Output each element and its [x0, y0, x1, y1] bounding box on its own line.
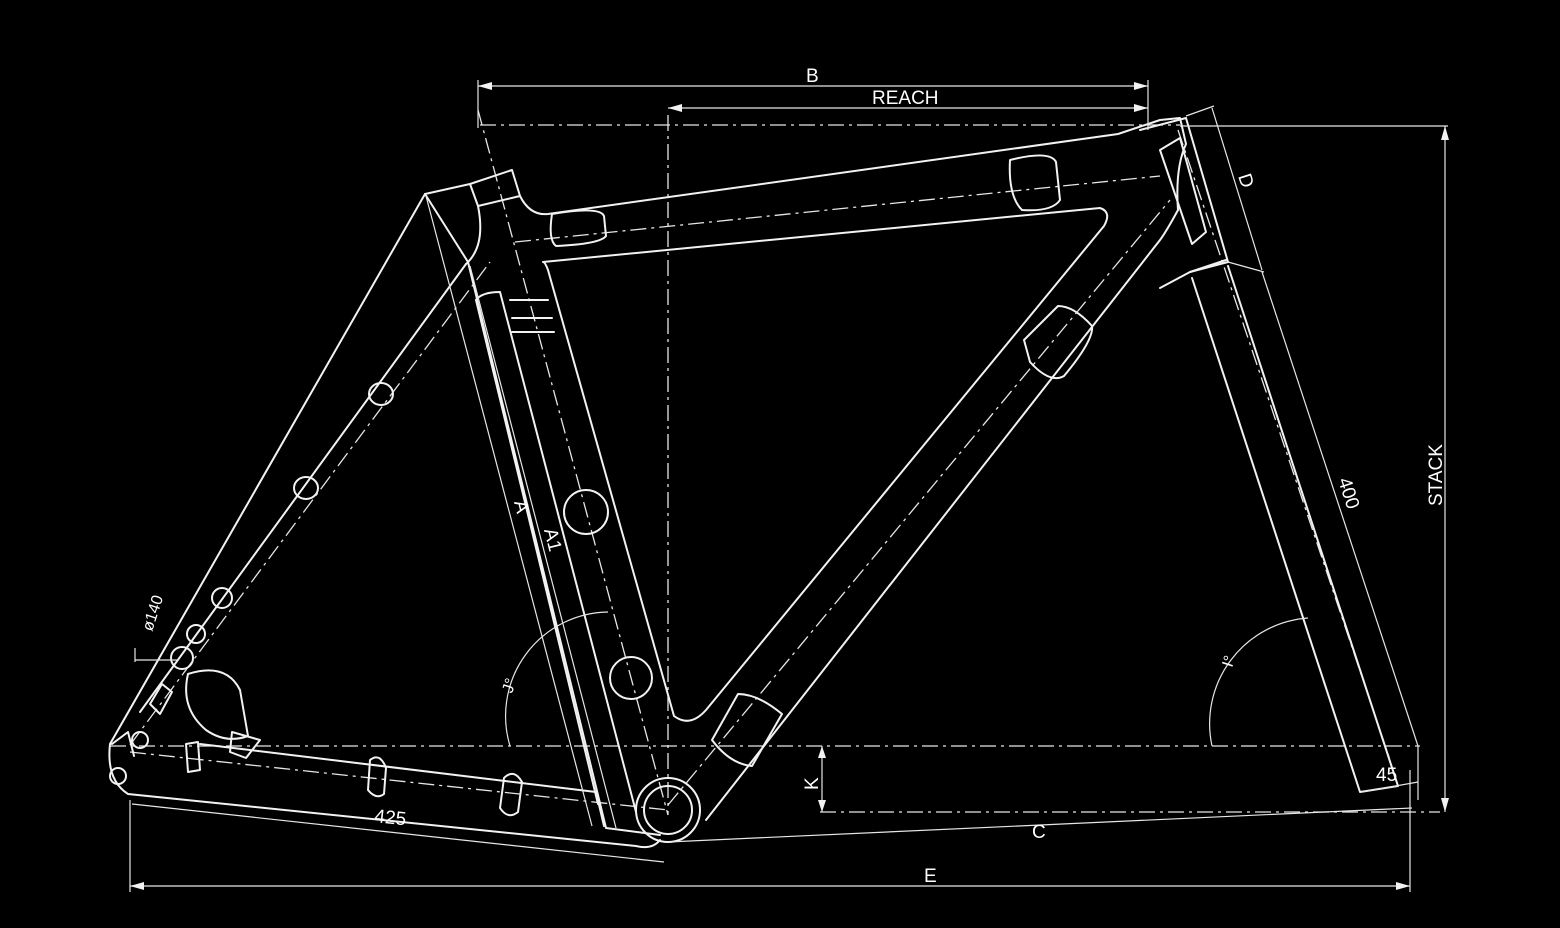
seat-tube-right-inner — [475, 291, 637, 813]
front-triangle-inner — [542, 207, 1109, 722]
seat-stay-boss-4 — [186, 624, 206, 644]
head-tube-bottom — [1159, 259, 1227, 289]
chain-stay-pad-2 — [499, 772, 523, 817]
seat-stay-outer — [109, 193, 426, 745]
label-fork-offset: 45 — [1376, 765, 1397, 786]
chain-stay-lower — [108, 743, 661, 849]
seat-stay-boss-3 — [211, 587, 233, 609]
seat-tube-bottle-boss-upper — [563, 489, 609, 535]
dim-c-line — [667, 807, 1413, 843]
dropout-outline — [111, 731, 135, 757]
label-b: B — [806, 66, 819, 87]
dim-a-line — [425, 195, 593, 827]
down-tube-axis-line — [667, 199, 1171, 806]
dim-reach-arrow-right — [1134, 104, 1148, 112]
down-tube-lower-edge — [705, 209, 1179, 821]
label-fork-length: 400 — [1333, 475, 1363, 512]
dim-e-arrow-left — [130, 882, 144, 890]
seat-tube-axis-line — [477, 109, 669, 816]
chain-stay-pad-1 — [367, 756, 387, 798]
seat-angle-arc — [505, 611, 609, 747]
label-seat-angle: J° — [500, 676, 521, 695]
label-head-angle: I° — [1220, 654, 1240, 670]
dim-offset-line — [1361, 781, 1419, 793]
dim-k-arrow-top — [818, 746, 826, 758]
dim-e-arrow-right — [1396, 882, 1410, 890]
head-angle-arc — [1209, 617, 1309, 747]
dim-chainstay-line — [131, 803, 665, 863]
seat-tube-left-edge — [424, 193, 661, 836]
seat-tube-bottle-boss-lower — [609, 656, 653, 700]
down-tube-pad-lower — [711, 693, 783, 767]
label-rotor-size: ø140 — [140, 593, 167, 633]
bottom-bracket-bore — [643, 785, 693, 835]
seat-stay-inner — [139, 263, 467, 713]
seat-stay-boss-1 — [368, 382, 394, 406]
seat-tube-bands — [509, 299, 555, 333]
dim-stack-arrow-top — [1441, 126, 1449, 140]
dim-reach-arrow-left — [668, 104, 682, 112]
chain-stay-upper — [199, 743, 605, 827]
dim-a1-line — [469, 265, 617, 829]
dimension-labels: B REACH D STACK 400 A A1 J° I° K 45 C E … — [140, 66, 1447, 887]
dim-d-line — [1211, 107, 1263, 271]
dim-fork-length-line — [1261, 271, 1419, 747]
head-tube-outline — [1139, 117, 1229, 273]
dropout-hanger — [149, 683, 173, 715]
seat-cluster-joint — [465, 205, 482, 265]
seat-stay-boss-2 — [293, 476, 319, 500]
label-c: C — [1032, 822, 1046, 843]
rear-axle — [131, 731, 149, 749]
top-tube-pad-front — [1008, 154, 1061, 212]
seat-tube-cap — [469, 169, 521, 207]
label-reach: REACH — [872, 88, 939, 109]
brake-caliper — [185, 669, 249, 740]
label-chainstay: 425 — [373, 806, 407, 830]
dim-b-arrow-right — [1134, 82, 1148, 90]
dim-d-ext-top — [1185, 105, 1215, 117]
label-k: K — [802, 777, 823, 790]
dim-b-arrow-left — [478, 82, 492, 90]
top-tube-pad-rear — [549, 209, 607, 247]
top-tube-axis-line — [514, 175, 1161, 243]
dim-d-ext-bottom — [1227, 261, 1265, 273]
brake-caliper-mount — [229, 731, 261, 759]
fork-blade — [1191, 265, 1399, 793]
top-tube-top-edge — [519, 117, 1187, 216]
dim-k-arrow-bottom — [818, 800, 826, 812]
derailleur-hanger-bolt — [109, 767, 127, 785]
frame-outline — [108, 117, 1399, 849]
dim-stack-arrow-bottom — [1441, 798, 1449, 812]
dimension-lines — [129, 80, 1449, 892]
chain-stay-axis-line — [129, 751, 669, 811]
head-tube-window — [1159, 137, 1207, 245]
label-a1: A1 — [539, 526, 565, 554]
brake-mount-upper — [170, 646, 194, 670]
label-stack: STACK — [1426, 444, 1447, 506]
label-a: A — [509, 498, 533, 516]
label-e: E — [924, 866, 937, 887]
label-d: D — [1233, 171, 1257, 191]
down-tube-pad — [1023, 305, 1094, 380]
chain-stay-bridge — [185, 741, 201, 773]
seat-stay-axis-line — [129, 261, 491, 746]
seat-cluster-top — [424, 183, 471, 195]
seat-tube-left-inner — [475, 299, 599, 805]
